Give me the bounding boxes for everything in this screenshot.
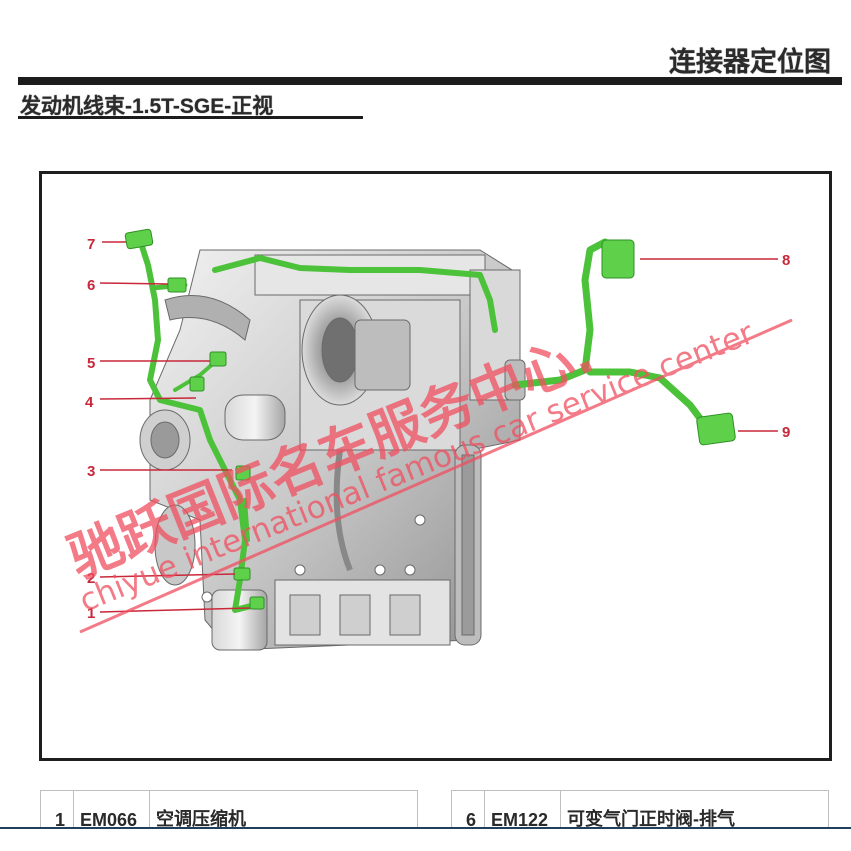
- page-bottom-margin: [0, 829, 851, 851]
- callout-numbers: 1 2 3 4 5 6 7 8 9: [85, 236, 790, 622]
- legend-code: EM066: [74, 791, 150, 851]
- legend-num: 1: [41, 791, 74, 851]
- legend-code: EM122: [485, 791, 561, 851]
- connector-9: [696, 412, 736, 446]
- section-title: 发动机线束-1.5T-SGE-正视: [20, 95, 274, 118]
- legend-desc: 可变气门正时阀-排气: [567, 809, 735, 829]
- callout-9: 9: [782, 424, 790, 441]
- connector-2: [233, 567, 251, 581]
- callout-6: 6: [87, 277, 95, 294]
- connector-7: [124, 228, 154, 250]
- callout-7: 7: [87, 236, 95, 253]
- connector-6: [167, 277, 187, 293]
- connector-3: [235, 465, 251, 481]
- page-title: 连接器定位图: [669, 47, 831, 77]
- connector-5: [209, 351, 227, 367]
- connector-4: [189, 376, 205, 392]
- connectors: [124, 228, 736, 610]
- callout-2: 2: [87, 570, 95, 587]
- callout-3: 3: [87, 463, 95, 480]
- title-divider: [18, 77, 842, 85]
- engine-block: [139, 249, 526, 651]
- callout-8: 8: [782, 252, 790, 269]
- callout-4: 4: [85, 394, 94, 411]
- callout-1: 1: [87, 605, 95, 622]
- connector-1: [249, 596, 265, 610]
- legend-num: 6: [452, 791, 485, 851]
- callout-5: 5: [87, 355, 95, 372]
- connector-8: [601, 239, 635, 279]
- legend-desc: 空调压缩机: [156, 809, 246, 829]
- engine-figure: 1 2 3 4 5 6 7 8 9 驰跃国际名车服务中心. chiyue int…: [39, 171, 832, 761]
- page-cut-line: [0, 827, 851, 829]
- section-underline: [18, 116, 363, 119]
- engine-illustration: 1 2 3 4 5 6 7 8 9 驰跃国际名车服务中心. chiyue int…: [59, 228, 793, 651]
